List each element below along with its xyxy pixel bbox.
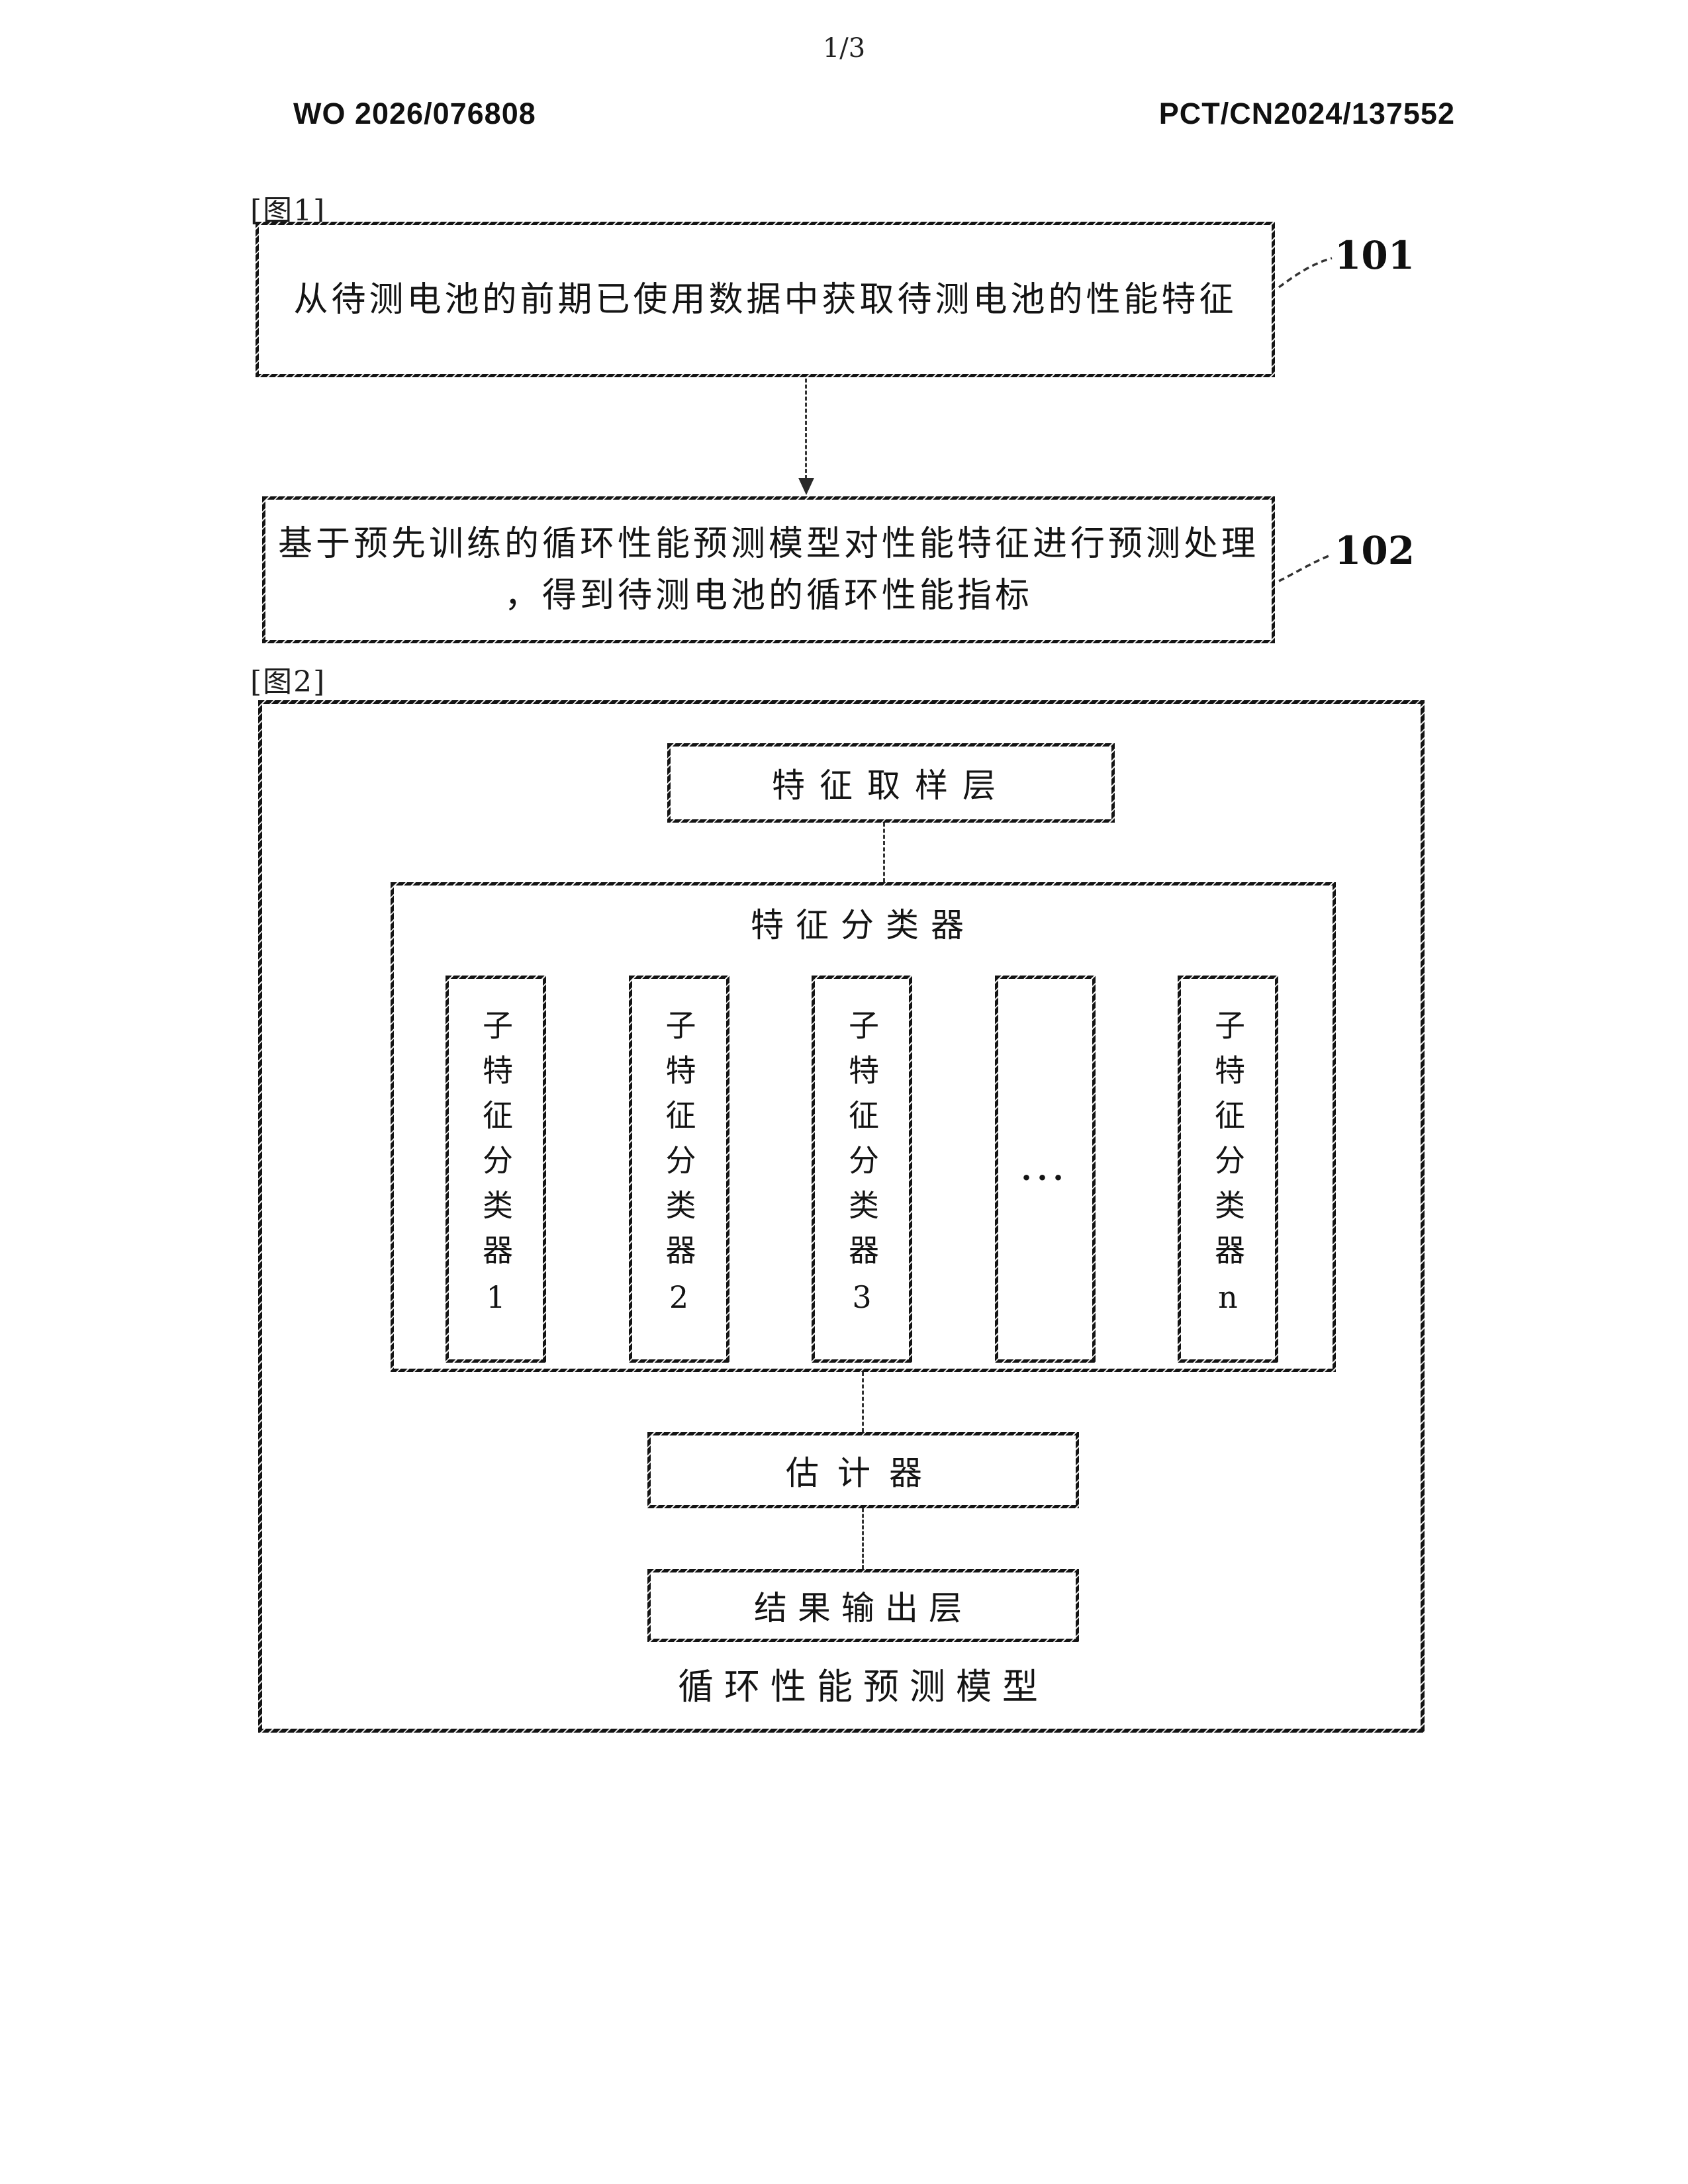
sub-classifier-2-label: 子特征分类器2 bbox=[661, 1009, 697, 1330]
figure2-frame: 特征取样层 特征分类器 子特征分类器1 子特征分类器2 子特征分类器3 ... … bbox=[258, 700, 1425, 1733]
output-layer-box: 结果输出层 bbox=[647, 1569, 1079, 1642]
step-102-text-line1: 基于预先训练的循环性能预测模型对性能特征进行预测处理 bbox=[277, 524, 1259, 564]
sampling-layer-label: 特征取样层 bbox=[772, 766, 1010, 805]
ref-label-102: 102 bbox=[1335, 528, 1415, 573]
ref-leader-101 bbox=[1278, 257, 1333, 289]
ref-leader-102 bbox=[1278, 553, 1333, 582]
sub-classifier-1-label: 子特征分类器1 bbox=[478, 1009, 514, 1330]
classifier-title: 特征分类器 bbox=[751, 906, 976, 944]
sub-classifier-box-ellipsis: ... bbox=[994, 976, 1096, 1363]
ellipsis: ... bbox=[1021, 1151, 1069, 1187]
connector-sampling-to-classifier bbox=[883, 823, 885, 882]
step-box-101: 从待测电池的前期已使用数据中获取待测电池的性能特征 bbox=[256, 222, 1275, 377]
output-layer-label: 结果输出层 bbox=[754, 1589, 972, 1627]
flow-arrowhead-icon bbox=[798, 478, 814, 495]
sub-classifier-box-3: 子特征分类器3 bbox=[812, 976, 912, 1363]
publication-number: WO 2026/076808 bbox=[293, 97, 536, 130]
sub-classifier-box-2: 子特征分类器2 bbox=[628, 976, 729, 1363]
application-number: PCT/CN2024/137552 bbox=[1158, 97, 1455, 130]
classifier-box: 特征分类器 子特征分类器1 子特征分类器2 子特征分类器3 ... 子特征分类器… bbox=[391, 882, 1336, 1372]
flow-arrow-line bbox=[805, 379, 807, 479]
connector-classifier-to-estimator bbox=[862, 1372, 864, 1432]
step-101-text: 从待测电池的前期已使用数据中获取待测电池的性能特征 bbox=[293, 279, 1237, 320]
step-box-102: 基于预先训练的循环性能预测模型对性能特征进行预测处理 ，得到待测电池的循环性能指… bbox=[262, 496, 1275, 643]
sub-classifier-3-label: 子特征分类器3 bbox=[844, 1009, 880, 1330]
step-102-text-line2: ，得到待测电池的循环性能指标 bbox=[504, 576, 1033, 615]
connector-estimator-to-output bbox=[862, 1508, 864, 1569]
ref-label-101: 101 bbox=[1335, 233, 1415, 278]
sampling-layer-box: 特征取样层 bbox=[667, 743, 1115, 823]
model-caption: 循环性能预测模型 bbox=[678, 1666, 1049, 1707]
figure2-label: [图2] bbox=[250, 665, 326, 699]
estimator-label: 估计器 bbox=[786, 1453, 941, 1492]
sub-classifier-n-label: 子特征分类器n bbox=[1210, 1009, 1246, 1330]
sub-classifier-row: 子特征分类器1 子特征分类器2 子特征分类器3 ... 子特征分类器n bbox=[445, 976, 1278, 1363]
sub-classifier-box-n: 子特征分类器n bbox=[1178, 976, 1278, 1363]
estimator-box: 估计器 bbox=[647, 1432, 1079, 1508]
page-number: 1/3 bbox=[822, 33, 866, 64]
sub-classifier-box-1: 子特征分类器1 bbox=[445, 976, 546, 1363]
